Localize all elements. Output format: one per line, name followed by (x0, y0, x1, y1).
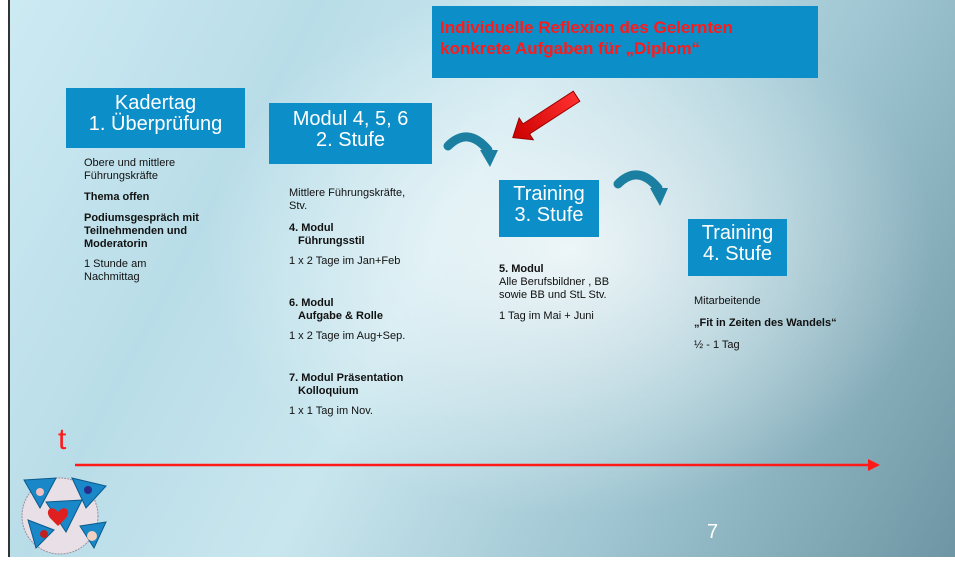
stage-1-details: Obere und mittlere Führungskräfte Thema … (84, 157, 199, 284)
stage-2-title: Modul 4, 5, 6 (292, 108, 409, 130)
stage-1-title: Kadertag (114, 92, 197, 114)
detail-text: 1 Stunde am (84, 258, 147, 270)
stage-1-box: Kadertag 1. Überprüfung (66, 88, 245, 148)
stage-2-subtitle: 2. Stufe (316, 129, 385, 151)
detail-text: Mitarbeitende (694, 295, 761, 307)
slide: Individuelle Reflexion des Gelernten kon… (8, 0, 955, 557)
stage-3-subtitle: 3. Stufe (514, 204, 584, 226)
stage-1-subtitle: 1. Überprüfung (88, 113, 223, 135)
detail-text: 1 Tag im Mai + Juni (499, 310, 594, 322)
logo-icon (21, 477, 107, 555)
stage-4-subtitle: 4. Stufe (703, 243, 772, 265)
curved-arrow-icon (613, 170, 668, 206)
detail-text: Führungskräfte (84, 170, 158, 182)
stage-4-box: Training 4. Stufe (688, 219, 787, 276)
detail-text: Alle Berufsbildner , BB (499, 276, 610, 288)
detail-text: 6. Modul (289, 297, 334, 309)
detail-text: sowie BB und StL Stv. (499, 289, 607, 301)
detail-text: Moderatorin (84, 238, 148, 250)
stage-3-title: Training (513, 183, 585, 205)
detail-text: „Fit in Zeiten des Wandels“ (694, 317, 837, 329)
detail-text: Führungsstil (298, 235, 365, 247)
detail-text: 1 x 2 Tage im Jan+Feb (289, 255, 401, 267)
red-arrow-icon (512, 90, 581, 141)
stage-4-details: Mitarbeitende „Fit in Zeiten des Wandels… (694, 295, 837, 352)
detail-text: Kolloquium (298, 385, 359, 397)
detail-text: 1 x 2 Tage im Aug+Sep. (289, 330, 406, 342)
timeline-arrow-icon (75, 459, 880, 471)
stage-4-title: Training (701, 222, 774, 244)
detail-text: ½ - 1 Tag (694, 339, 740, 351)
detail-text: Thema offen (84, 191, 150, 203)
detail-text: 7. Modul Präsentation (289, 372, 404, 384)
header-line-1: Individuelle Reflexion des Gelernten (440, 18, 733, 37)
detail-text: 5. Modul (499, 263, 544, 275)
reflection-header: Individuelle Reflexion des Gelernten kon… (432, 6, 818, 78)
curved-arrow-icon (443, 132, 498, 167)
stage-3-details: 5. Modul Alle Berufsbildner , BB sowie B… (499, 263, 609, 323)
stage-2-box: Modul 4, 5, 6 2. Stufe (269, 103, 432, 164)
page-number: 7 (707, 521, 719, 543)
detail-text: Podiumsgespräch mit (84, 212, 199, 224)
detail-text: Aufgabe & Rolle (298, 310, 383, 322)
header-line-2: konkrete Aufgaben für „Diplom“ (440, 39, 701, 58)
stage-3-box: Training 3. Stufe (499, 180, 599, 237)
detail-text: 1 x 1 Tag im Nov. (289, 405, 373, 417)
detail-text: Mittlere Führungskräfte, (289, 187, 406, 199)
timeline-label: t (58, 423, 67, 456)
detail-text: Teilnehmenden und (84, 225, 188, 237)
detail-text: Stv. (289, 200, 308, 212)
detail-text: Obere und mittlere (84, 157, 176, 169)
stage-2-details: Mittlere Führungskräfte, Stv. 4. Modul F… (289, 187, 405, 418)
detail-text: 4. Modul (289, 222, 334, 234)
decorations (21, 90, 880, 555)
detail-text: Nachmittag (84, 271, 140, 283)
